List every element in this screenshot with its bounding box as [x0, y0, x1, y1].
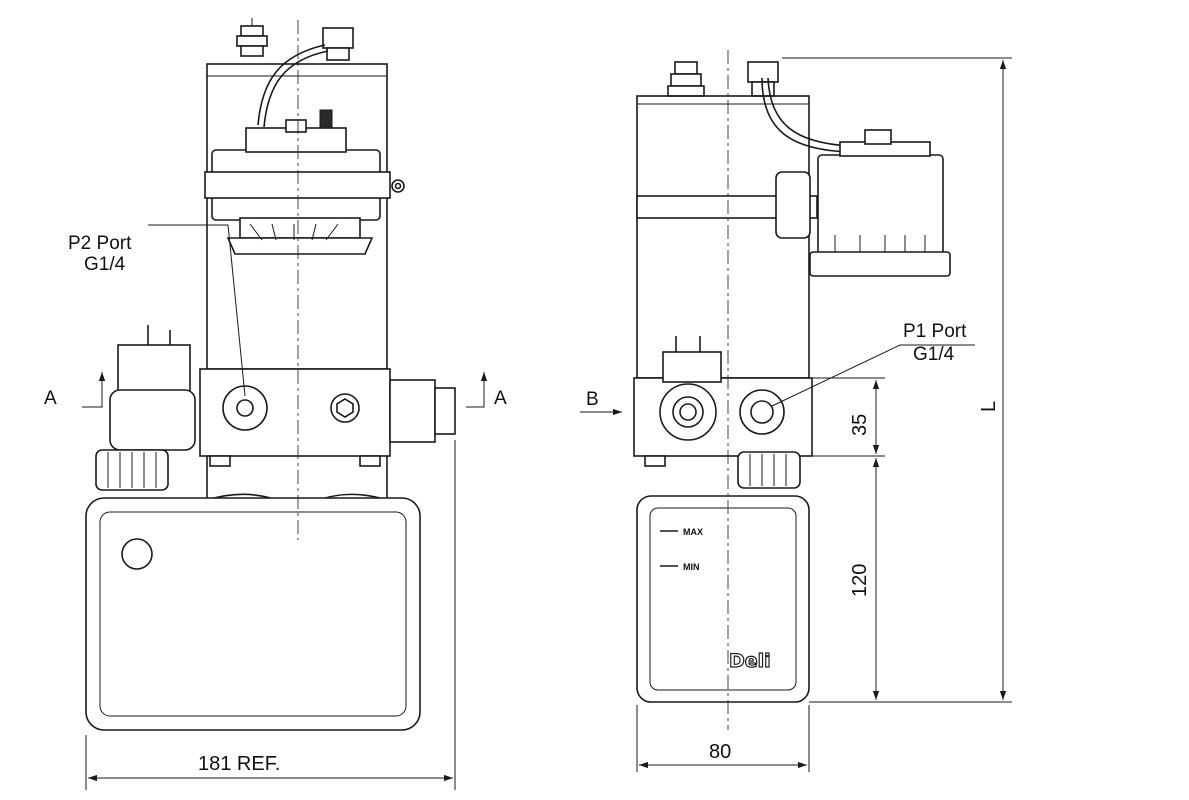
p2-port-label: P2 Port: [68, 233, 132, 254]
side-valve-block: [633, 336, 813, 489]
p1-leader-line: [771, 344, 975, 407]
motor-cable: [257, 44, 326, 126]
brand-logo: Deli: [729, 650, 771, 672]
p2-thread-label: G1/4: [84, 254, 126, 275]
section-label-right: A: [494, 388, 507, 409]
width-value: 80: [709, 741, 731, 763]
gauge-max-label: MAX: [683, 527, 703, 537]
p1-port-circle: [739, 389, 785, 435]
tank-height-value: 120: [849, 564, 871, 597]
gauge-min-label: MIN: [683, 562, 700, 572]
valve-block-height-dimension: [812, 377, 885, 457]
p1-port-label: P1 Port: [903, 321, 967, 342]
solenoid-valve-coil: [95, 325, 196, 491]
view-b-label: B: [586, 389, 599, 410]
side-terminals: [667, 61, 779, 97]
width-ref-value: 181 REF.: [198, 753, 280, 775]
start-solenoid: [204, 109, 405, 255]
side-view: MAX MIN Deli B P1 Port G1/4 35 120 L: [580, 50, 1012, 772]
front-view: A A P2 Port G1/4 181 REF.: [44, 18, 507, 790]
motor-clamp: [636, 195, 818, 219]
section-marks: [82, 372, 488, 408]
overall-length-value: L: [978, 401, 1000, 412]
valve-block-height-value: 35: [849, 414, 871, 436]
section-label-left: A: [44, 388, 57, 409]
overall-length-dimension: [782, 57, 1012, 703]
width-dimension: [636, 705, 810, 772]
p1-thread-label: G1/4: [913, 344, 955, 365]
valve-block: [199, 368, 456, 467]
motor-terminals: [236, 18, 354, 61]
side-oil-tank: [636, 495, 810, 703]
side-relay: [809, 129, 951, 277]
width-ref-dimension: [85, 440, 456, 790]
oil-tank-front: [85, 456, 421, 731]
tank-height-dimension: [809, 458, 885, 703]
p2-leader-line: [148, 224, 246, 397]
p2-port-circle: [222, 385, 268, 431]
side-cable: [761, 77, 851, 153]
